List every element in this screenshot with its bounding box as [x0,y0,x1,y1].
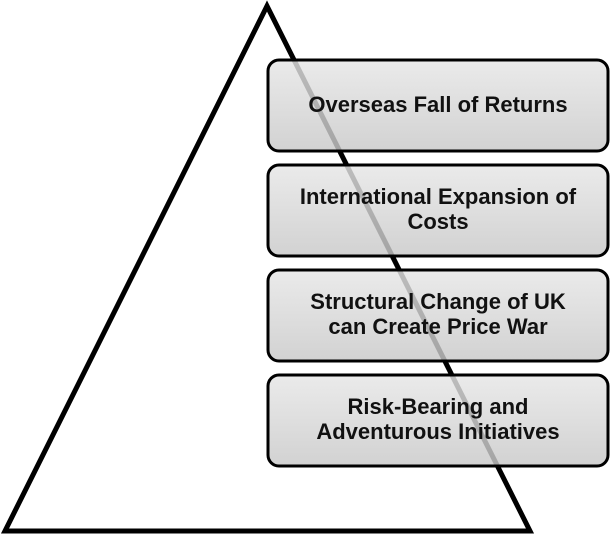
level-box-2-shape [266,163,610,258]
level-box-3-shape [266,268,610,363]
level-box-3-label: Structural Change of UK [310,289,566,314]
level-box-4-label: Risk-Bearing and [348,394,529,419]
level-box-2-label-line-2: Costs [407,209,468,234]
pyramid-level-box-1: Overseas Fall of Returns [266,58,610,153]
pyramid-level-box-4: Risk-Bearing and Adventurous Initiatives [266,373,610,468]
level-box-1-label: Overseas Fall of Returns [308,92,567,117]
level-box-4-label-line-2: Adventurous Initiatives [316,419,559,444]
level-box-3-label-line-2: can Create Price War [328,314,548,339]
pyramid-level-box-3: Structural Change of UK can Create Price… [266,268,610,363]
level-box-2-label: International Expansion of [300,184,577,209]
level-box-4-shape [266,373,610,468]
pyramid-level-box-2: International Expansion of Costs [266,163,610,258]
level-box-1-shape [266,58,610,153]
